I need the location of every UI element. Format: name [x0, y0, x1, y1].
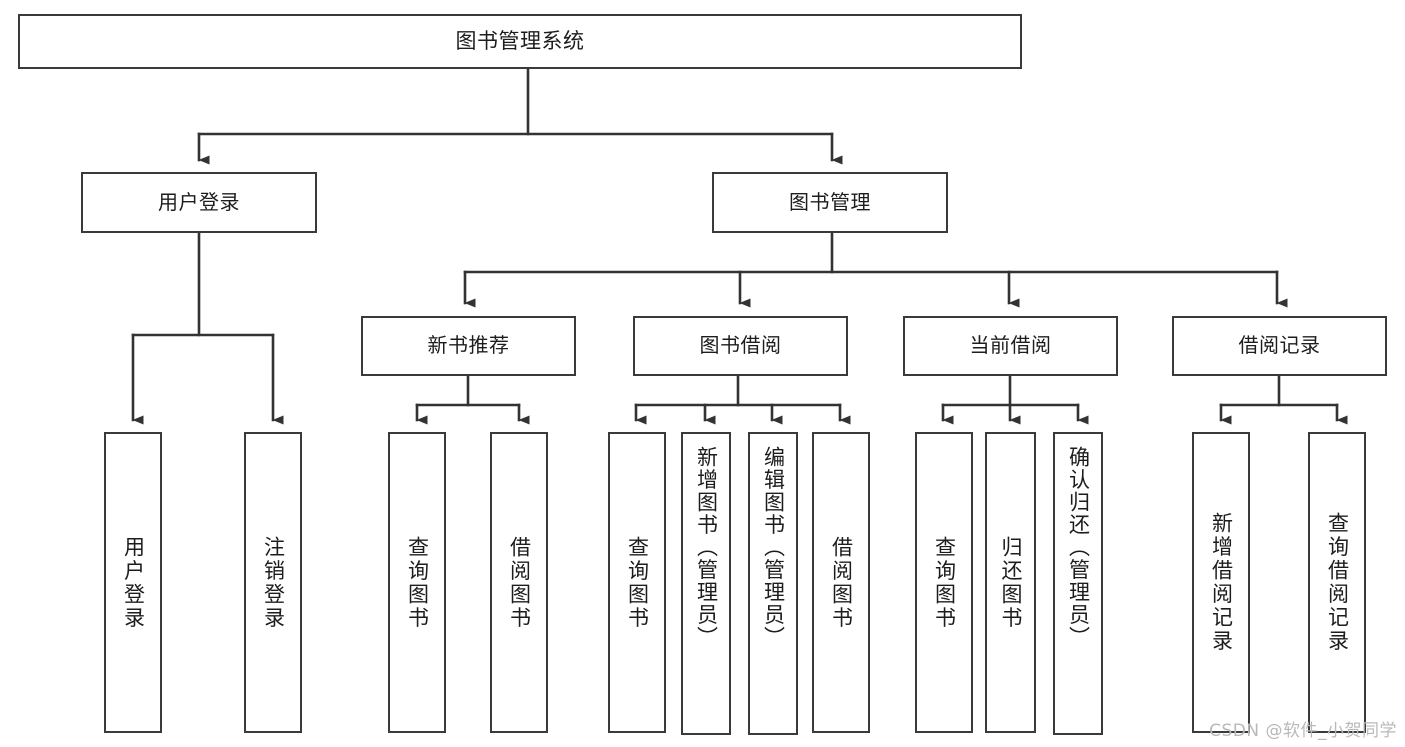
node-leaf-query-book-3[interactable]: 查询图书 — [915, 432, 973, 733]
node-leaf-query-book-2[interactable]: 查询图书 — [608, 432, 666, 733]
node-root[interactable]: 图书管理系统 — [18, 14, 1022, 69]
node-leaf-query-book-3-label: 查询图书 — [932, 535, 957, 630]
node-book-management[interactable]: 图书管理 — [712, 172, 948, 233]
node-leaf-borrow-book-2-label: 借阅图书 — [829, 535, 854, 630]
node-leaf-borrow-book-2[interactable]: 借阅图书 — [812, 432, 870, 733]
node-root-label: 图书管理系统 — [455, 29, 585, 54]
node-leaf-user-login-label: 用户登录 — [121, 535, 146, 630]
node-leaf-query-record-label: 查询借阅记录 — [1325, 512, 1350, 653]
csdn-watermark: CSDN @软件_小贺同学 — [1209, 721, 1397, 741]
node-leaf-confirm-return[interactable]: 确认归还（管理员） — [1053, 432, 1103, 735]
node-new-book-recommend[interactable]: 新书推荐 — [361, 316, 576, 376]
node-book-borrow-label: 图书借阅 — [699, 333, 782, 358]
node-book-borrow[interactable]: 图书借阅 — [633, 316, 848, 376]
node-leaf-add-book[interactable]: 新增图书（管理员） — [681, 432, 731, 735]
node-leaf-query-book-2-label: 查询图书 — [625, 535, 650, 630]
node-borrow-record-label: 借阅记录 — [1238, 333, 1321, 358]
node-leaf-edit-book[interactable]: 编辑图书（管理员） — [748, 432, 798, 735]
node-leaf-edit-book-label: 编辑图书（管理员） — [761, 446, 786, 649]
node-leaf-return-book-label: 归还图书 — [999, 535, 1023, 630]
node-leaf-add-book-label: 新增图书（管理员） — [694, 446, 719, 649]
node-new-book-recommend-label: 新书推荐 — [427, 333, 510, 358]
node-leaf-query-book-1[interactable]: 查询图书 — [388, 432, 446, 733]
node-leaf-confirm-return-label: 确认归还（管理员） — [1066, 446, 1091, 649]
node-leaf-user-login[interactable]: 用户登录 — [104, 432, 162, 733]
node-leaf-add-record-label: 新增借阅记录 — [1209, 512, 1234, 653]
node-user-login[interactable]: 用户登录 — [81, 172, 317, 233]
node-leaf-user-logout-label: 注销登录 — [261, 535, 286, 630]
node-leaf-return-book[interactable]: 归还图书 — [985, 432, 1036, 733]
node-book-management-label: 图书管理 — [789, 189, 871, 214]
node-leaf-borrow-book-1-label: 借阅图书 — [507, 535, 532, 630]
node-borrow-record[interactable]: 借阅记录 — [1172, 316, 1387, 376]
node-leaf-user-logout[interactable]: 注销登录 — [244, 432, 302, 733]
node-leaf-query-record[interactable]: 查询借阅记录 — [1308, 432, 1366, 733]
node-leaf-query-book-1-label: 查询图书 — [405, 535, 430, 630]
node-user-login-label: 用户登录 — [158, 189, 240, 214]
node-current-borrow[interactable]: 当前借阅 — [903, 316, 1118, 376]
node-leaf-add-record[interactable]: 新增借阅记录 — [1192, 432, 1250, 733]
node-leaf-borrow-book-1[interactable]: 借阅图书 — [490, 432, 548, 733]
node-current-borrow-label: 当前借阅 — [969, 333, 1052, 358]
